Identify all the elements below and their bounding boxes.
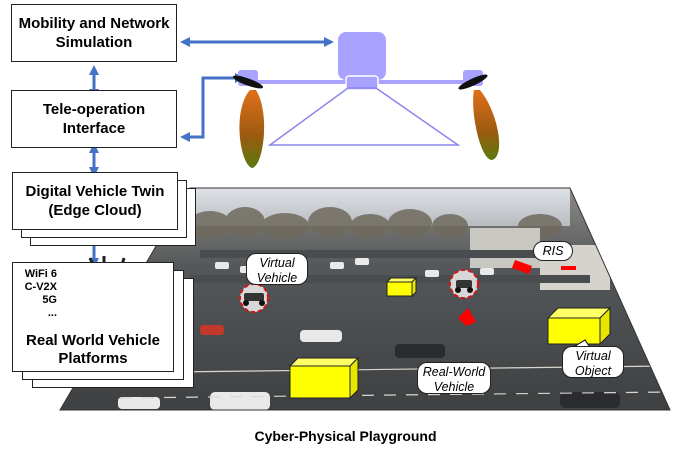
uav-drone — [232, 32, 500, 168]
callout-real-world-vehicle: Real-World Vehicle — [417, 362, 491, 394]
platform-box — [12, 262, 174, 372]
ris-markers — [458, 260, 576, 326]
virtual-object-small — [385, 276, 418, 298]
figure-caption: Cyber-Physical Playground — [254, 428, 437, 444]
platform-title: Real World Vehicle Platforms — [26, 332, 160, 367]
virtual-object-large — [288, 356, 360, 400]
virtual-objects — [288, 276, 612, 400]
tech-more: ... — [47, 307, 57, 319]
tech-5g: 5G — [42, 294, 57, 306]
teleoperation-box: Tele-operation Interface — [11, 90, 177, 148]
callout-virtual-vehicle: Virtual Vehicle — [246, 253, 308, 285]
platform-tech-list: WiFi 6 C-V2X 5G ... — [17, 268, 57, 320]
virtual-object-right — [546, 306, 612, 346]
digital-twin-label: Digital Vehicle Twin (Edge Cloud) — [25, 183, 165, 219]
virtual-vehicle-marker — [239, 283, 269, 313]
real-vehicle-marker — [449, 269, 479, 299]
digital-twin-box: Digital Vehicle Twin (Edge Cloud) — [12, 172, 178, 230]
callout-virtual-object: Virtual Object — [562, 346, 624, 378]
teleoperation-label: Tele-operation Interface — [42, 101, 146, 137]
mobility-simulation-label: Mobility and Network Simulation — [18, 15, 170, 51]
tech-cv2x: C-V2X — [24, 281, 57, 293]
mobility-simulation-box: Mobility and Network Simulation — [11, 4, 177, 62]
callout-ris: RIS — [533, 241, 573, 261]
tech-wifi6: WiFi 6 — [24, 268, 57, 280]
